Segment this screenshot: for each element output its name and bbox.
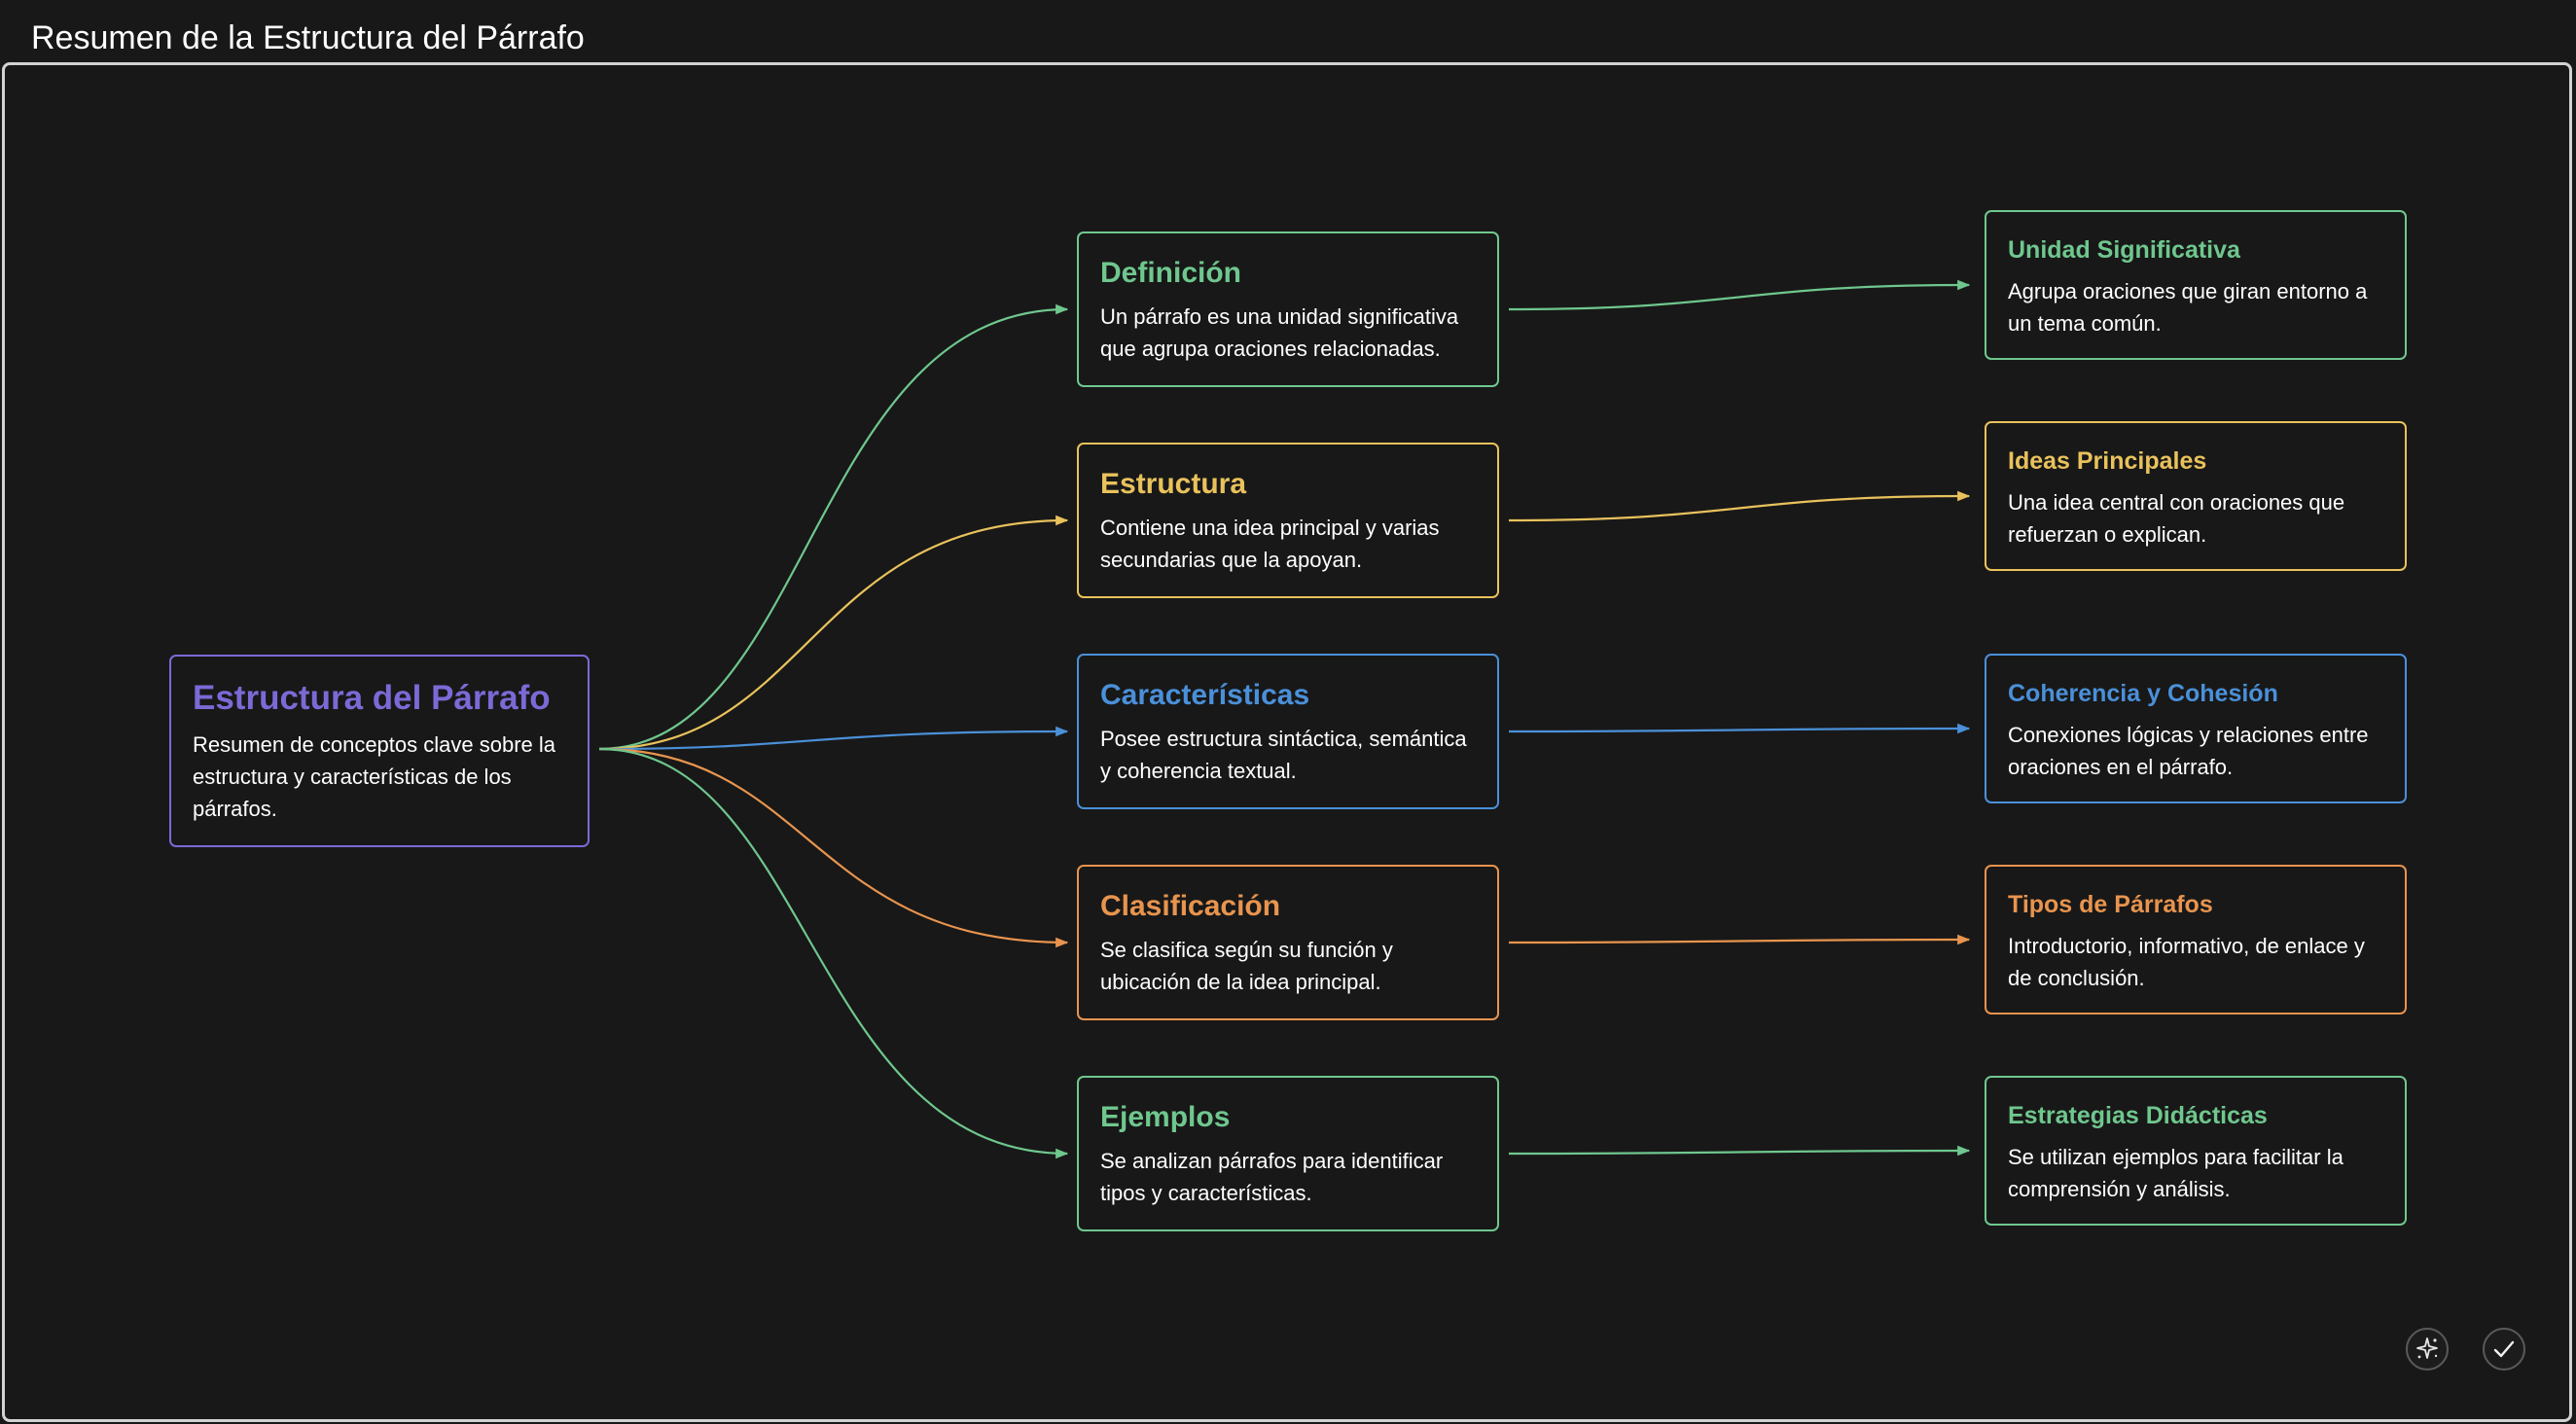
- leaf-node-estrategias-didacticas[interactable]: Estrategias Didácticas Se utilizan ejemp…: [1985, 1076, 2407, 1226]
- leaf-node-coherencia-cohesion[interactable]: Coherencia y Cohesión Conexiones lógicas…: [1985, 654, 2407, 803]
- sparkles-icon: [2416, 1337, 2438, 1359]
- branch-node-clasificacion[interactable]: Clasificación Se clasifica según su func…: [1077, 865, 1499, 1020]
- leaf-title: Coherencia y Cohesión: [2008, 680, 2278, 707]
- branch-description: Posee estructura sintáctica, semántica y…: [1100, 727, 1467, 783]
- checkmark-icon: [2493, 1340, 2515, 1358]
- root-description: Resumen de conceptos clave sobre la estr…: [193, 732, 555, 821]
- leaf-title: Estrategias Didácticas: [2008, 1102, 2268, 1129]
- leaf-title: Ideas Principales: [2008, 447, 2207, 475]
- branch-description: Un párrafo es una unidad significativa q…: [1100, 304, 1459, 361]
- leaf-description: Agrupa oraciones que giran entorno a un …: [2008, 279, 2368, 336]
- leaf-description: Una idea central con oraciones que refue…: [2008, 490, 2345, 547]
- leaf-description: Conexiones lógicas y relaciones entre or…: [2008, 723, 2369, 779]
- leaf-node-unidad-significativa[interactable]: Unidad Significativa Agrupa oraciones qu…: [1985, 210, 2407, 360]
- branch-node-caracteristicas[interactable]: Características Posee estructura sintáct…: [1077, 654, 1499, 809]
- root-title: Estructura del Párrafo: [193, 679, 551, 717]
- branch-title: Características: [1100, 679, 1310, 711]
- leaf-description: Se utilizan ejemplos para facilitar la c…: [2008, 1145, 2343, 1201]
- magic-button[interactable]: [2406, 1328, 2449, 1371]
- leaf-description: Introductorio, informativo, de enlace y …: [2008, 934, 2365, 990]
- branch-title: Ejemplos: [1100, 1101, 1231, 1133]
- branch-node-estructura[interactable]: Estructura Contiene una idea principal y…: [1077, 443, 1499, 598]
- leaf-node-ideas-principales[interactable]: Ideas Principales Una idea central con o…: [1985, 421, 2407, 571]
- leaf-title: Tipos de Párrafos: [2008, 891, 2213, 918]
- branch-description: Contiene una idea principal y varias sec…: [1100, 516, 1440, 572]
- leaf-title: Unidad Significativa: [2008, 236, 2240, 264]
- branch-node-definicion[interactable]: Definición Un párrafo es una unidad sign…: [1077, 231, 1499, 387]
- root-node[interactable]: Estructura del Párrafo Resumen de concep…: [169, 655, 590, 847]
- branch-description: Se clasifica según su función y ubicació…: [1100, 938, 1393, 994]
- branch-title: Definición: [1100, 257, 1242, 289]
- window-title: Resumen de la Estructura del Párrafo: [31, 19, 585, 56]
- branch-title: Clasificación: [1100, 890, 1281, 922]
- branch-title: Estructura: [1100, 468, 1247, 500]
- confirm-button[interactable]: [2483, 1328, 2525, 1371]
- branch-node-ejemplos[interactable]: Ejemplos Se analizan párrafos para ident…: [1077, 1076, 1499, 1231]
- branch-description: Se analizan párrafos para identificar ti…: [1100, 1149, 1444, 1205]
- leaf-node-tipos-parrafos[interactable]: Tipos de Párrafos Introductorio, informa…: [1985, 865, 2407, 1015]
